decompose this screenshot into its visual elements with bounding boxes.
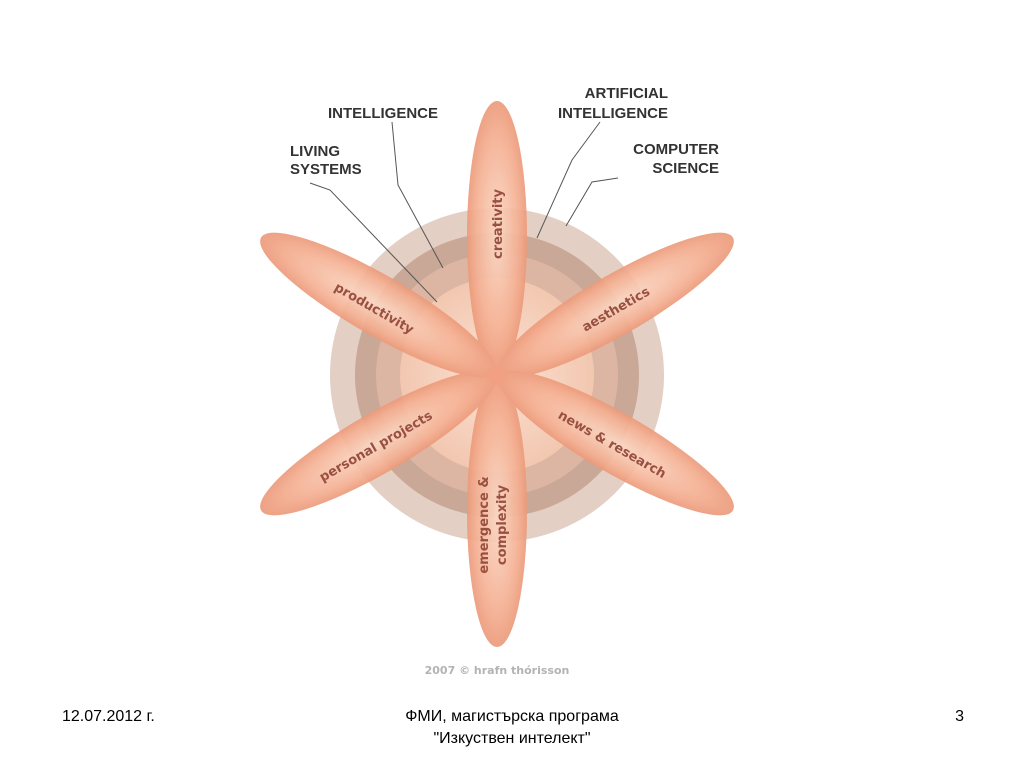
petal-label-creativity: creativity — [491, 188, 506, 259]
petal-aesthetics — [498, 232, 734, 378]
footer-page-number: 3 — [955, 708, 964, 725]
label-intelligence: INTELLIGENCE — [328, 105, 438, 122]
label-artificial-intelligence-line2: INTELLIGENCE — [558, 105, 668, 122]
leader-lines — [309, 121, 619, 303]
leader-intelligence — [391, 121, 444, 269]
petal-personal-projects — [260, 370, 496, 516]
label-artificial-intelligence-line1: ARTIFICIAL — [585, 85, 668, 102]
footer-program-line2: "Изкуствен интелект" — [433, 730, 591, 747]
petal-label-emergence-line2: complexity — [495, 484, 510, 565]
leader-living-systems — [309, 182, 438, 303]
petal-emergence-complexity — [467, 377, 527, 647]
footer-program-line1: ФМИ, магистърска програма — [405, 708, 619, 725]
petal-label-emergence-line1: emergence & — [477, 476, 492, 573]
footer-date: 12.07.2012 г. — [62, 708, 155, 725]
label-computer-science-line1: COMPUTER — [633, 141, 719, 158]
center-dot — [488, 366, 506, 384]
leader-artificial-intelligence — [536, 121, 601, 239]
petal-news-research — [498, 370, 734, 516]
petals — [260, 101, 734, 647]
label-living-systems-line1: LIVING — [290, 143, 340, 160]
label-living-systems-line2: SYSTEMS — [290, 161, 362, 178]
footer-program: ФМИ, магистърска програма "Изкуствен инт… — [312, 706, 712, 750]
petal-productivity — [260, 232, 496, 378]
label-computer-science-line2: SCIENCE — [652, 160, 719, 177]
leader-computer-science — [565, 177, 619, 227]
credit-text: 2007 © hrafn thórisson — [425, 664, 570, 677]
flower-diagram: creativity aesthetics news & research em… — [260, 85, 734, 677]
petal-creativity — [467, 101, 527, 371]
